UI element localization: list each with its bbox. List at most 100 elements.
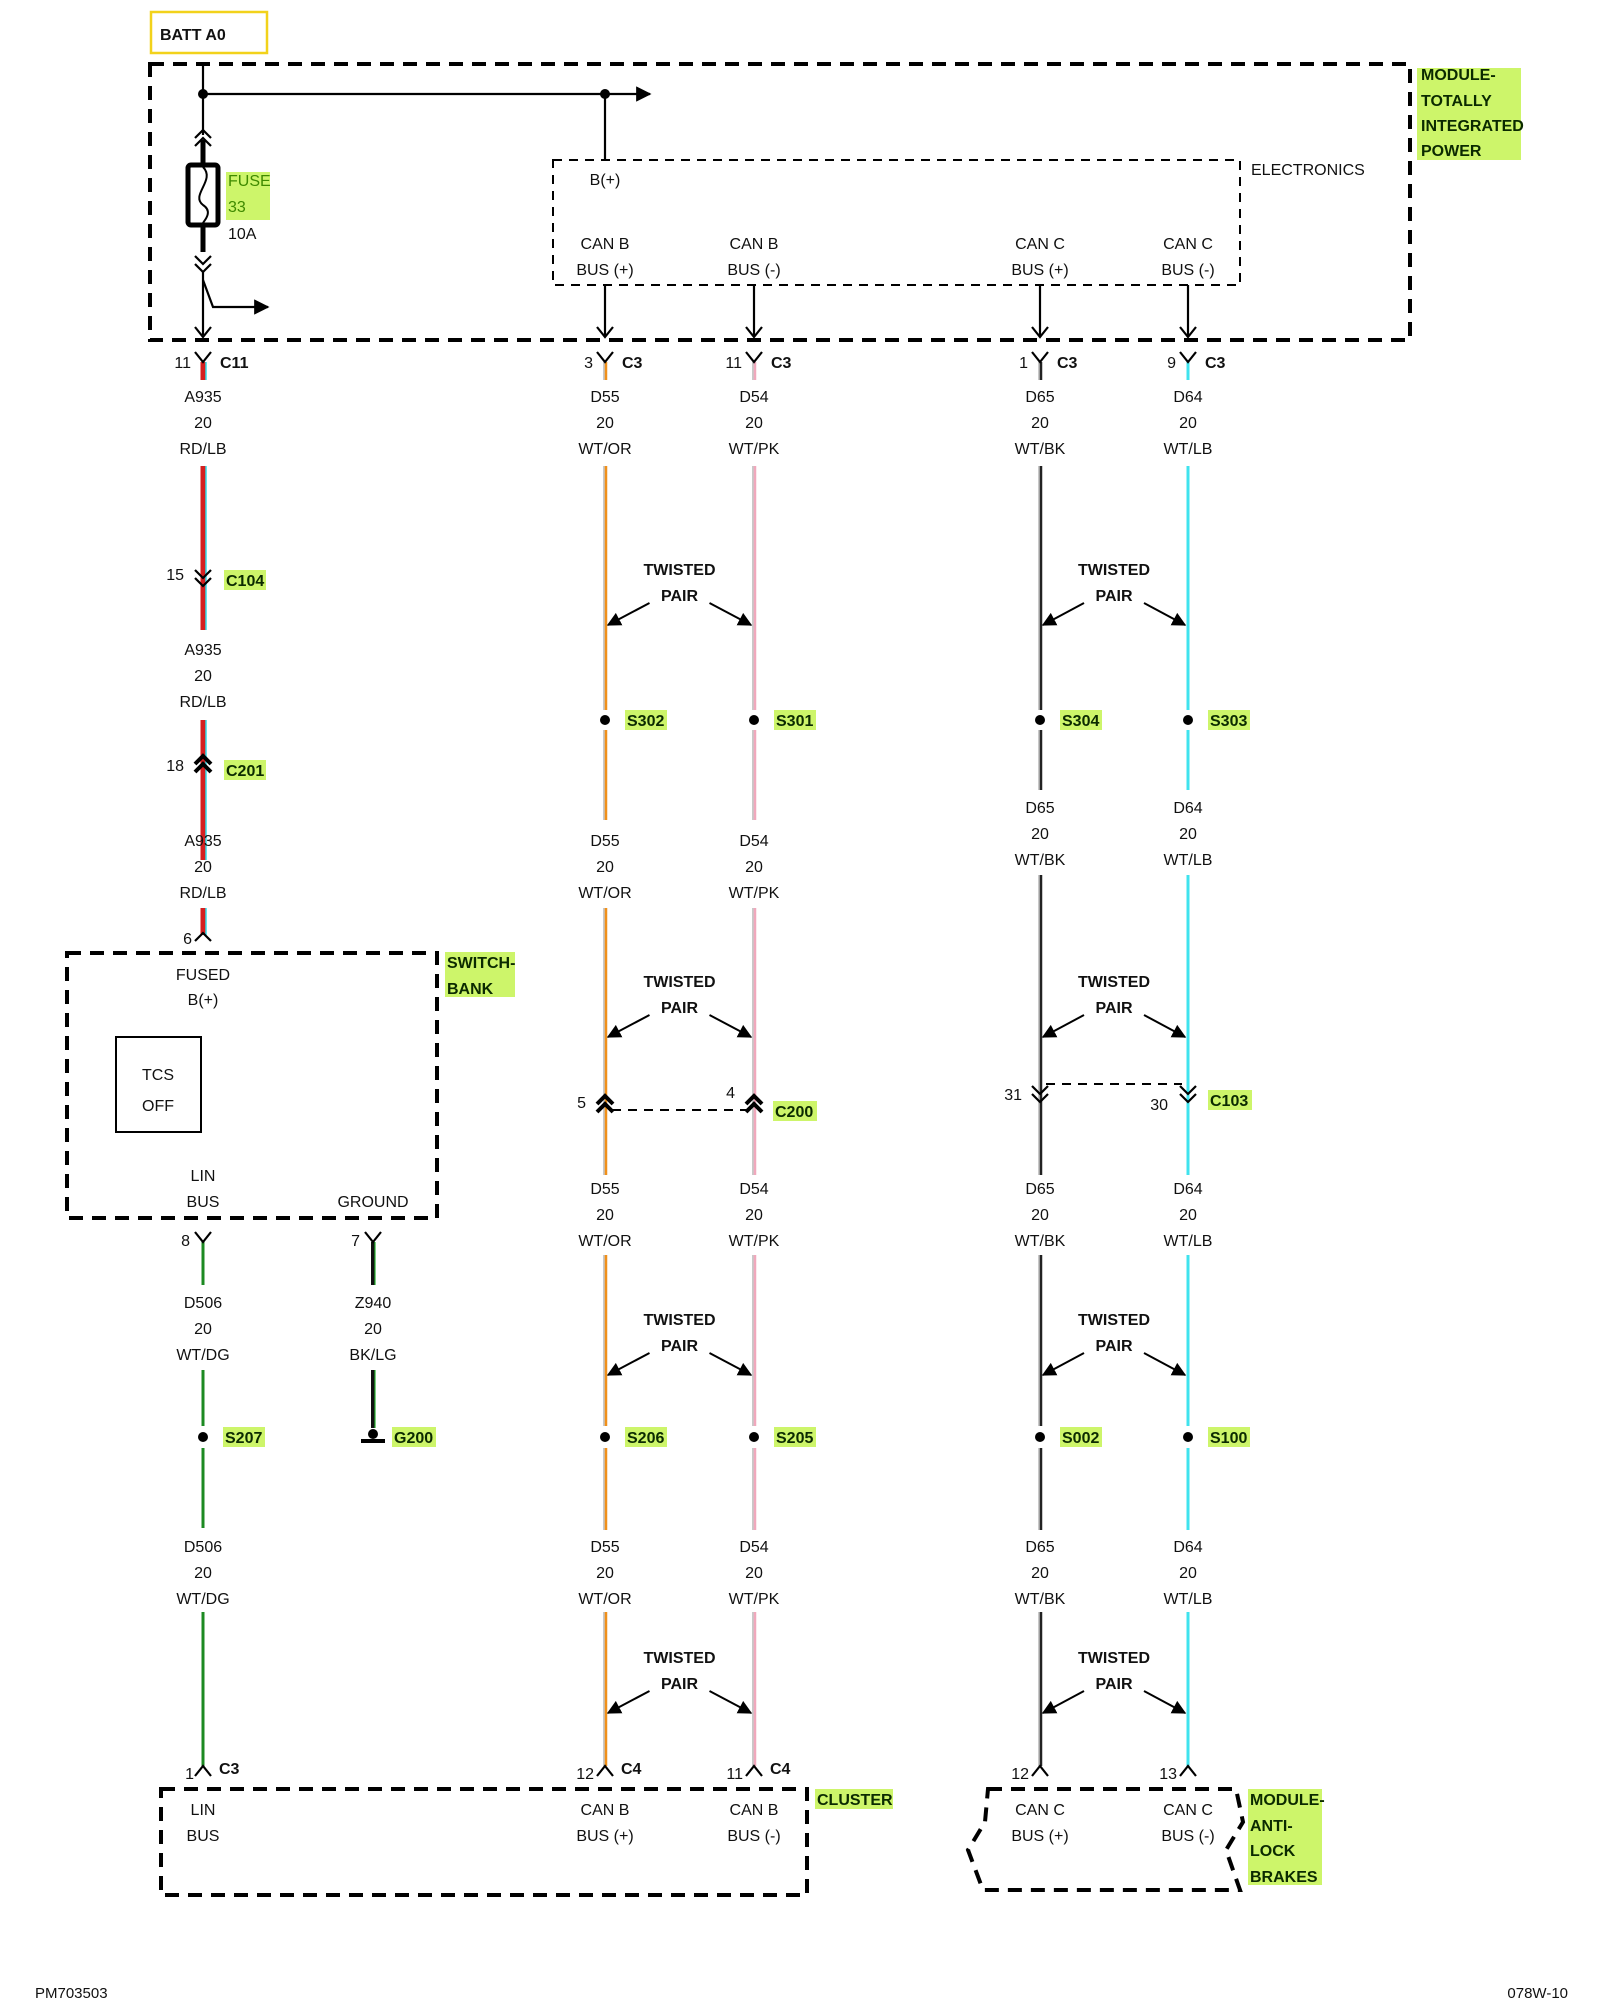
abs-label-1: MODULE- bbox=[1250, 1792, 1325, 1809]
splice-highlight-s207 bbox=[223, 1427, 265, 1447]
twisted-pair-label-1: TWISTED bbox=[1078, 1312, 1150, 1329]
twisted-pair-arrow-right bbox=[709, 1352, 753, 1376]
cluster-canp-pin: 12 bbox=[576, 1766, 594, 1783]
c103-name: C103 bbox=[1210, 1093, 1248, 1110]
wire-label-d65-circuit: D65 bbox=[1025, 1539, 1054, 1556]
splice-highlight-s205 bbox=[774, 1427, 816, 1447]
wire-label-d506-gauge: 20 bbox=[194, 1321, 212, 1338]
connector-c104: 15 C104 bbox=[166, 567, 266, 590]
abs-outline bbox=[965, 1787, 1246, 1892]
splice-highlight-s301 bbox=[774, 710, 816, 730]
module-tipm: MODULE- TOTALLY INTEGRATED POWER FUSE 33… bbox=[148, 62, 1524, 342]
fuse-number: 33 bbox=[228, 199, 246, 216]
cluster-lin-l2: BUS bbox=[187, 1828, 220, 1845]
cluster-canp-conn: C4 bbox=[621, 1761, 642, 1778]
tipm-label-1: MODULE- bbox=[1421, 67, 1496, 84]
tipm-label-3: INTEGRATED bbox=[1421, 118, 1524, 135]
wire-label-d64-circuit: D64 bbox=[1173, 1181, 1202, 1198]
c3-d64-name: C3 bbox=[1205, 355, 1226, 372]
c103-pin-31: 31 bbox=[1004, 1087, 1022, 1104]
pin-canc-plus-l2: BUS (+) bbox=[1011, 262, 1068, 279]
wire-label-d65-gauge: 20 bbox=[1031, 1207, 1049, 1224]
footer-right-code: 078W-10 bbox=[1507, 1985, 1568, 2000]
wire-label-d506-circuit: D506 bbox=[184, 1295, 222, 1312]
splice-label-s100: S100 bbox=[1210, 1430, 1247, 1447]
wire-label-d64-gauge: 20 bbox=[1179, 826, 1197, 843]
wire-label-d54-gauge: 20 bbox=[745, 859, 763, 876]
wire-label-d55-color: WT/OR bbox=[578, 885, 631, 902]
wire-label-d54-gauge: 20 bbox=[745, 415, 763, 432]
switch-bus-label: BUS bbox=[187, 1194, 220, 1211]
twisted-pair-label-1: TWISTED bbox=[644, 562, 716, 579]
cluster-canp-l1: CAN B bbox=[581, 1802, 630, 1819]
wire-label-d54-gauge: 20 bbox=[745, 1565, 763, 1582]
fuse-upper-connector-icon bbox=[194, 128, 212, 147]
tipm-label-4: POWER bbox=[1421, 143, 1482, 160]
splice-highlight-s302 bbox=[625, 710, 667, 730]
wire-label-d65-gauge: 20 bbox=[1031, 826, 1049, 843]
c3-d55-pin: 3 bbox=[584, 355, 593, 372]
wire-label-d506-gauge: 20 bbox=[194, 1565, 212, 1582]
wire-label-d54-circuit: D54 bbox=[739, 833, 768, 850]
twisted-pair-label-2: PAIR bbox=[1095, 1000, 1132, 1017]
wire-label-d54-color: WT/PK bbox=[729, 1233, 780, 1250]
wire-label-d64-color: WT/LB bbox=[1164, 852, 1213, 869]
splice-dot-s302 bbox=[600, 715, 610, 725]
cluster-lin-connector-icon bbox=[194, 1764, 212, 1777]
wire-label-d55-circuit: D55 bbox=[590, 1539, 619, 1556]
electronics-label: ELECTRONICS bbox=[1251, 162, 1365, 179]
twisted-pair-label-2: PAIR bbox=[661, 1000, 698, 1017]
wire-label-d64-circuit: D64 bbox=[1173, 1539, 1202, 1556]
abs-canm-connector-icon bbox=[1179, 1764, 1197, 1777]
wire-label-d54-circuit: D54 bbox=[739, 1539, 768, 1556]
module-abs: MODULE- ANTI- LOCK BRAKES CAN C BUS (+) … bbox=[965, 1787, 1325, 1892]
pin-canc-plus-l1: CAN C bbox=[1015, 236, 1065, 253]
twisted-pair-arrow-left bbox=[1041, 1690, 1085, 1714]
splice-label-s207: S207 bbox=[225, 1430, 262, 1447]
fuse-element bbox=[198, 166, 209, 224]
pin-canb-minus-l1: CAN B bbox=[730, 236, 779, 253]
connector-c201: 18 C201 bbox=[166, 753, 266, 780]
wire-labels: A93520RD/LBA93520RD/LBA93520RD/LBD5520WT… bbox=[176, 389, 1212, 1608]
abs-label-2: ANTI- bbox=[1250, 1818, 1293, 1835]
c3-d54-name: C3 bbox=[771, 355, 792, 372]
twisted-pair-label-2: PAIR bbox=[1095, 1676, 1132, 1693]
twisted-pair-label-1: TWISTED bbox=[1078, 562, 1150, 579]
cluster-canm-l2: BUS (-) bbox=[727, 1828, 780, 1845]
splice-highlight-s303 bbox=[1208, 710, 1250, 730]
fuse-label-highlight bbox=[226, 172, 270, 220]
wire-label-d506-color: WT/DG bbox=[176, 1347, 229, 1364]
c200-pin-4: 4 bbox=[726, 1085, 735, 1102]
wire-label-z940-color: BK/LG bbox=[349, 1347, 396, 1364]
c104-name: C104 bbox=[226, 573, 264, 590]
switch-lin-connector-icon bbox=[194, 1231, 212, 1244]
splice-highlight-s206 bbox=[625, 1427, 667, 1447]
switch-bplus-connector-icon bbox=[194, 931, 212, 942]
wire-label-d64-color: WT/LB bbox=[1164, 441, 1213, 458]
twisted-pair-arrow-right bbox=[709, 1014, 753, 1038]
twisted-pair-arrow-right bbox=[709, 602, 753, 626]
abs-label-4: BRAKES bbox=[1250, 1869, 1318, 1886]
connector-c11: 11 C11 bbox=[174, 351, 249, 372]
c11-pin: 11 bbox=[174, 355, 191, 372]
wire-label-d54-circuit: D54 bbox=[739, 1181, 768, 1198]
wire-label-d55-gauge: 20 bbox=[596, 1565, 614, 1582]
cluster-canm-connector-icon bbox=[745, 1764, 763, 1777]
splice-label-s301: S301 bbox=[776, 713, 813, 730]
wire-label-d54-gauge: 20 bbox=[745, 1207, 763, 1224]
fuse-icon bbox=[185, 162, 221, 228]
wire-label-z940-circuit: Z940 bbox=[355, 1295, 392, 1312]
cluster-canm-l1: CAN B bbox=[730, 1802, 779, 1819]
ground-g200: G200 bbox=[361, 1427, 436, 1447]
c3-d65-name: C3 bbox=[1057, 355, 1078, 372]
wire-label-d65-gauge: 20 bbox=[1031, 415, 1049, 432]
splice-dot-s207 bbox=[198, 1432, 208, 1442]
pin-canb-minus-l2: BUS (-) bbox=[727, 262, 780, 279]
switch-gnd-connector-icon bbox=[364, 1231, 382, 1244]
fuse-lower-connector-icon bbox=[194, 255, 212, 274]
footer-left-code: PM703503 bbox=[35, 1985, 108, 2000]
splice-dot-s205 bbox=[749, 1432, 759, 1442]
cluster-lin-pin: 1 bbox=[185, 1766, 194, 1783]
